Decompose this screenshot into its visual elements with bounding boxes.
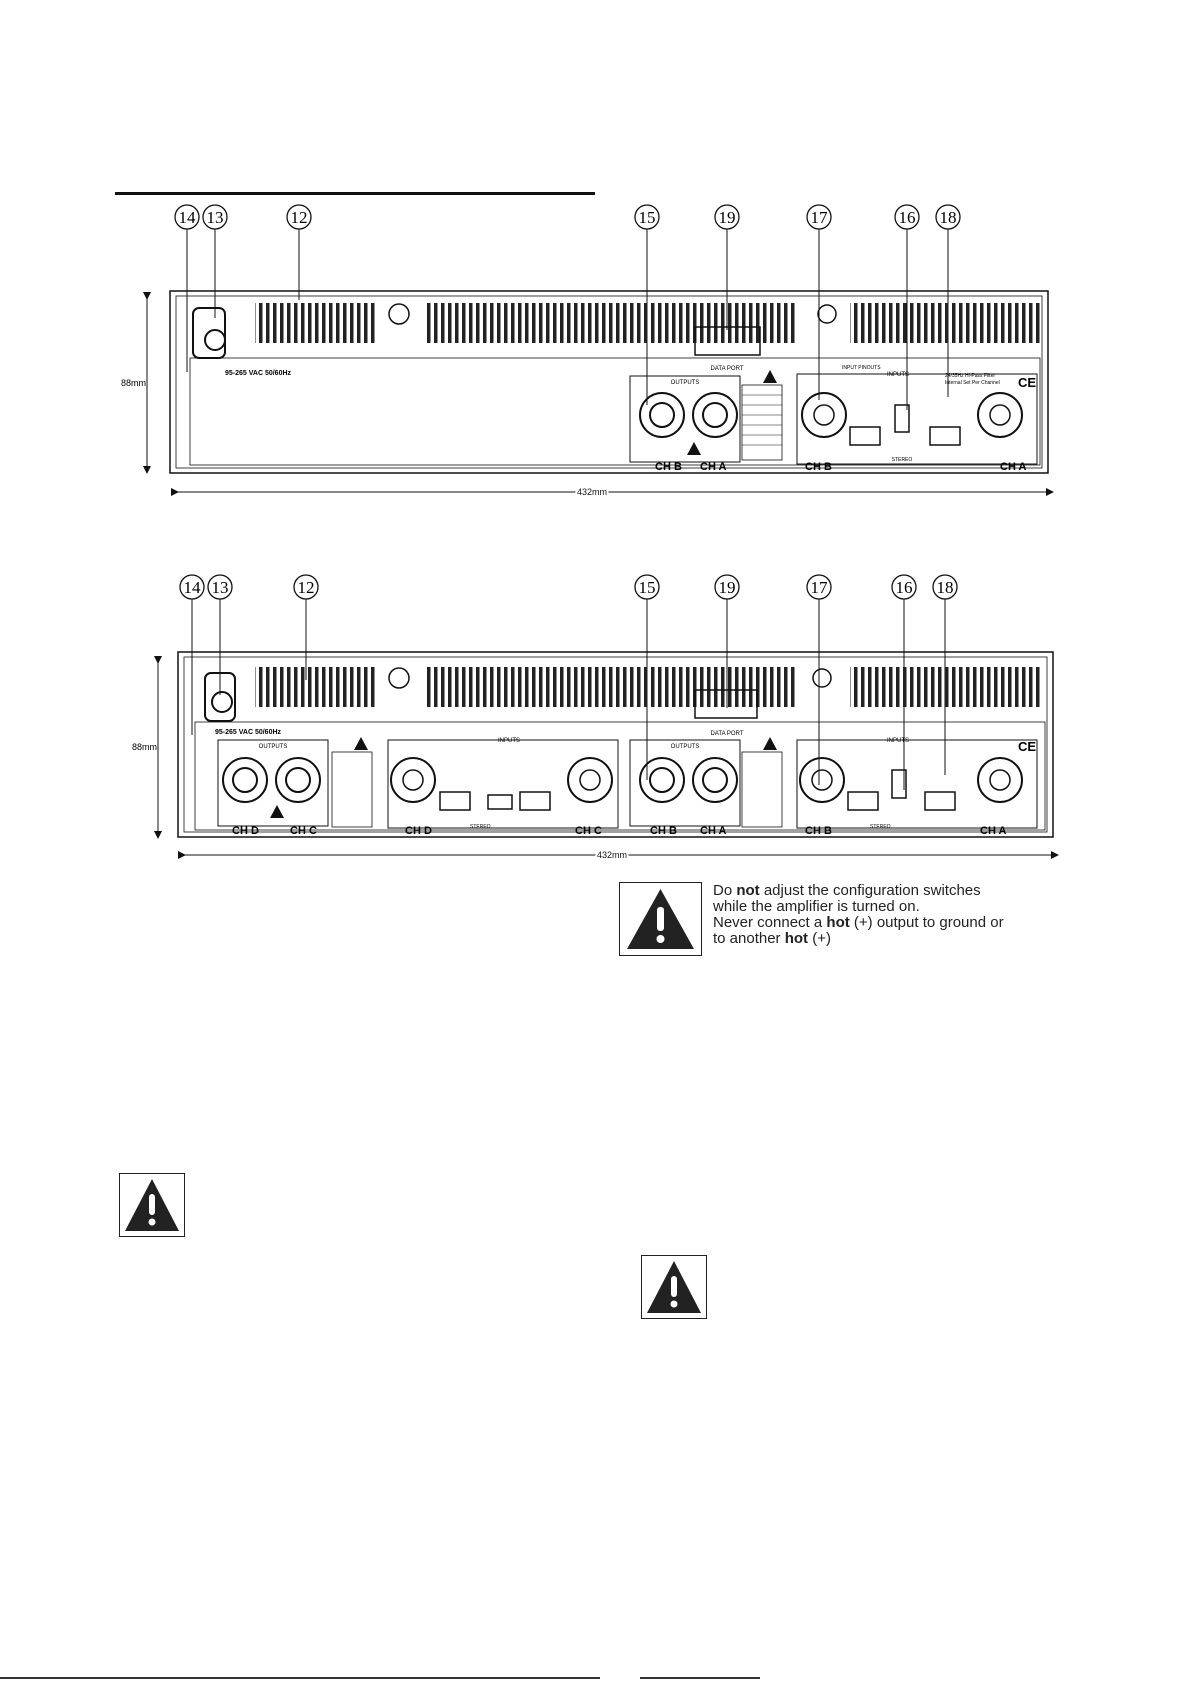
callout-16b: 16 [891,574,917,600]
callout-14: 14 [174,204,200,230]
svg-text:88mm: 88mm [121,378,146,388]
svg-text:CH D: CH D [405,825,432,837]
callouts-bottom: 14 13 12 15 19 17 16 18 [179,574,958,600]
svg-text:STEREO: STEREO [470,824,491,830]
svg-text:CH C: CH C [575,825,602,837]
svg-text:STEREO: STEREO [870,824,891,830]
callout-14b: 14 [179,574,205,600]
svg-text:Internal Set Per Channel: Internal Set Per Channel [945,380,1000,386]
svg-text:19: 19 [719,208,736,227]
warning-triangle-icon [627,889,694,949]
svg-text:OUTPUTS: OUTPUTS [671,380,700,386]
svg-text:24/35Hz Hi-Pass Filter: 24/35Hz Hi-Pass Filter [945,373,995,379]
svg-text:INPUTS: INPUTS [498,738,520,744]
svg-text:INPUTS: INPUTS [887,372,909,378]
svg-text:DATA PORT: DATA PORT [710,366,743,372]
svg-text:STEREO: STEREO [892,457,913,463]
callout-12: 12 [286,204,312,230]
svg-text:CH B: CH B [655,461,682,473]
svg-text:CH A: CH A [700,825,727,837]
panel-bottom: 95-265 VAC 50/60Hz DATA PORT OUTPUTS CH … [177,651,1054,838]
svg-text:OUTPUTS: OUTPUTS [671,744,700,750]
svg-text:15: 15 [639,208,656,227]
warning-triangle-icon [125,1179,179,1231]
svg-text:CH A: CH A [980,825,1007,837]
svg-text:CH B: CH B [650,825,677,837]
svg-text:INPUT PINOUTS: INPUT PINOUTS [842,365,881,371]
svg-text:OUTPUTS: OUTPUTS [259,744,288,750]
svg-text:95-265 VAC 50/60Hz: 95-265 VAC 50/60Hz [225,370,292,377]
svg-text:CH B: CH B [805,825,832,837]
svg-text:18: 18 [940,208,957,227]
footer-rule-left [0,1677,600,1679]
svg-text:CH B: CH B [805,461,832,473]
callout-17: 17 [806,204,832,230]
warning-icon-box-1 [619,882,702,956]
panel-top: 95-265 VAC 50/60Hz DATA PORT OUTPUTS CH … [169,290,1049,474]
svg-text:16: 16 [899,208,916,227]
warning-icon-box-3 [641,1255,707,1319]
callout-18b: 18 [932,574,958,600]
svg-text:CH D: CH D [232,825,259,837]
svg-text:432mm: 432mm [597,850,627,860]
callout-19b: 19 [714,574,740,600]
callout-19: 19 [714,204,740,230]
svg-text:13: 13 [212,578,229,597]
svg-text:432mm: 432mm [577,487,607,497]
svg-text:CH C: CH C [290,825,317,837]
svg-text:14: 14 [179,208,197,227]
callout-15: 15 [634,204,660,230]
svg-text:12: 12 [291,208,308,227]
callout-17b: 17 [806,574,832,600]
footer-rule-right [640,1677,760,1679]
dimensions-bottom: 88mm 432mm [132,656,1059,862]
svg-text:12: 12 [298,578,315,597]
callout-15b: 15 [634,574,660,600]
callout-13: 13 [202,204,228,230]
callout-13b: 13 [207,574,233,600]
svg-text:16: 16 [896,578,913,597]
dimensions-top: 88mm 432mm [121,292,1054,499]
header-rule [115,192,595,195]
svg-text:CE: CE [1018,375,1036,390]
callouts-top: 14 13 12 15 19 17 16 18 [174,204,961,230]
svg-text:15: 15 [639,578,656,597]
callout-18: 18 [935,204,961,230]
svg-text:INPUTS: INPUTS [887,738,909,744]
svg-text:19: 19 [719,578,736,597]
callout-12b: 12 [293,574,319,600]
svg-text:95-265 VAC 50/60Hz: 95-265 VAC 50/60Hz [215,729,282,736]
callout-16: 16 [894,204,920,230]
warning-triangle-icon [647,1261,701,1313]
warning-icon-box-2 [119,1173,185,1237]
svg-text:14: 14 [184,578,202,597]
svg-text:17: 17 [811,208,829,227]
svg-text:18: 18 [937,578,954,597]
svg-text:CH A: CH A [700,461,727,473]
svg-text:CE: CE [1018,739,1036,754]
svg-text:88mm: 88mm [132,742,157,752]
svg-text:13: 13 [207,208,224,227]
warning-text: Do not adjust the configuration switches… [713,882,1004,947]
svg-text:17: 17 [811,578,829,597]
svg-text:CH A: CH A [1000,461,1027,473]
svg-text:DATA PORT: DATA PORT [710,731,743,737]
